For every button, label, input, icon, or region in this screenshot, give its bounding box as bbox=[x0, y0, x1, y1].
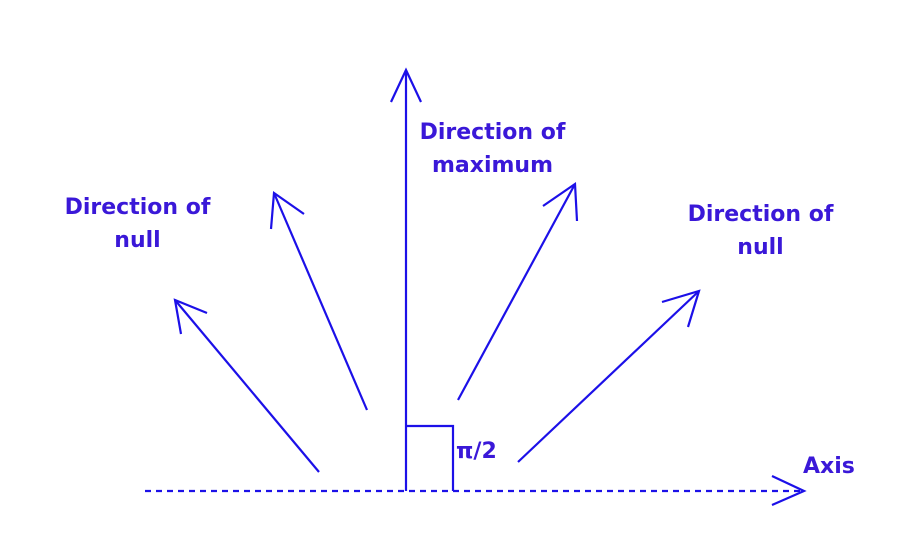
inner-left-arrowhead bbox=[269, 191, 305, 230]
null-left-label-line1: Direction of bbox=[64, 195, 211, 220]
max-direction-label-line2: maximum bbox=[431, 153, 553, 178]
max-direction-arrowhead bbox=[390, 67, 422, 103]
null-left-label: Direction of null bbox=[50, 191, 225, 257]
max-direction-label-line1: Direction of bbox=[419, 120, 566, 145]
axis-arrowhead bbox=[771, 475, 807, 507]
inner-right-arrow bbox=[457, 183, 576, 401]
max-direction-label: Direction of maximum bbox=[405, 116, 580, 182]
null-right-arrow bbox=[517, 290, 700, 463]
null-right-arrowhead bbox=[661, 289, 701, 328]
axis-label: Axis bbox=[803, 454, 855, 479]
null-right-label: Direction of null bbox=[673, 198, 848, 264]
inner-right-arrowhead bbox=[542, 181, 579, 222]
angle-label: π/2 bbox=[456, 439, 497, 464]
null-left-arrowhead bbox=[173, 298, 208, 335]
null-right-label-line2: null bbox=[737, 235, 784, 260]
null-left-arrow bbox=[174, 299, 320, 473]
null-left-label-line2: null bbox=[114, 228, 161, 253]
null-right-label-line1: Direction of bbox=[687, 202, 834, 227]
right-angle-marker bbox=[406, 424, 455, 491]
inner-left-arrow bbox=[272, 192, 369, 411]
